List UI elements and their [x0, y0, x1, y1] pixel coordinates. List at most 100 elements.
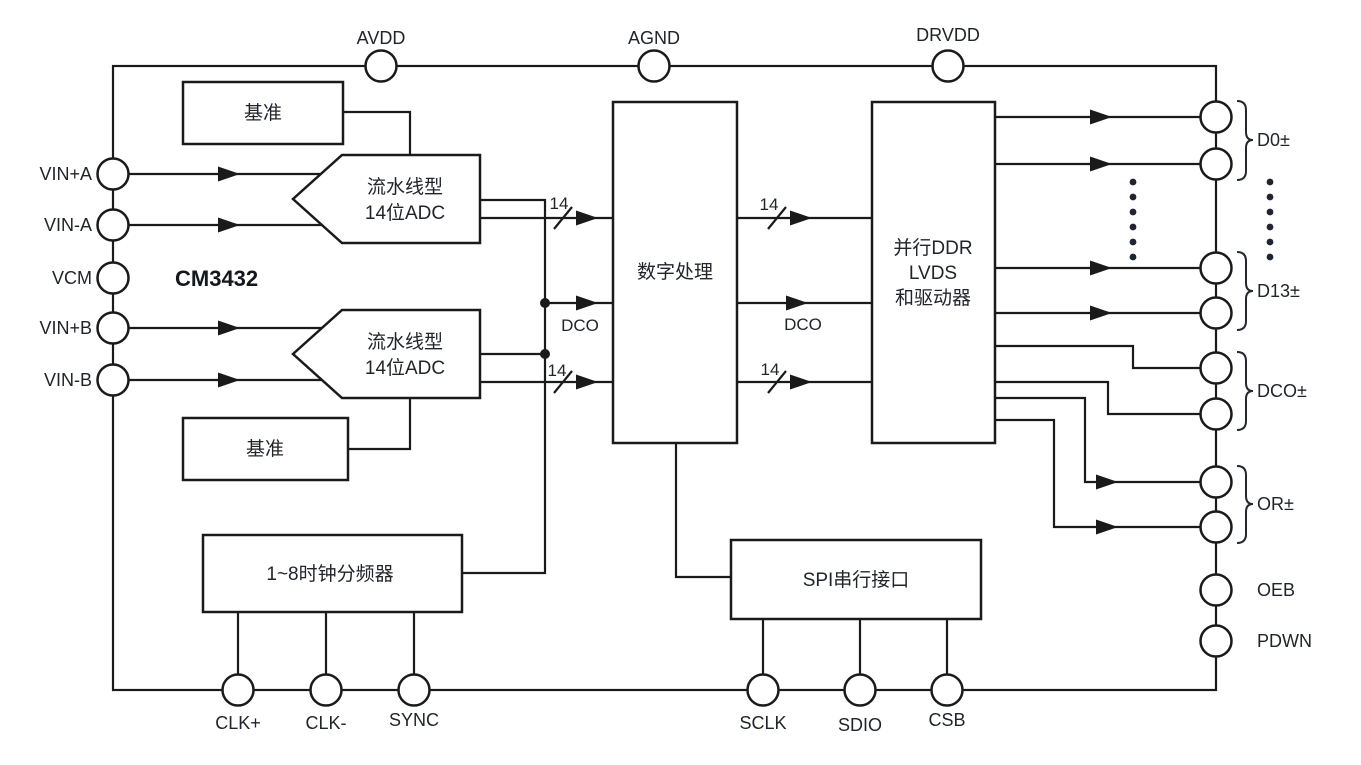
arrowheads	[218, 109, 1118, 535]
dco-output-label: DCO	[784, 315, 822, 334]
pin-label-dco: DCO±	[1257, 381, 1307, 401]
wire-dco-plus	[995, 344, 1200, 370]
pin-label-sclk: SCLK	[739, 713, 786, 733]
pin-label-drvdd: DRVDD	[916, 25, 980, 45]
pin-or-plus	[1199, 465, 1233, 499]
arrow-out-b-bus	[790, 374, 812, 390]
arrow-out-a-bus	[790, 210, 812, 226]
slash-adc-b-bus	[553, 370, 573, 394]
bus-slashes	[553, 206, 787, 394]
arrow-vin-minus-b	[218, 372, 240, 388]
brace-dco	[1236, 351, 1254, 431]
pin-csb	[930, 673, 964, 707]
wire-or-minus	[995, 418, 1200, 529]
pin-vin-minus-a	[96, 208, 130, 242]
adc-b-label-line1: 流水线型	[367, 331, 443, 353]
pin-label-vin-minus-a: VIN-A	[44, 215, 92, 235]
pin-avdd	[364, 49, 398, 83]
reference-top-block	[181, 80, 345, 146]
pin-label-vin-minus-b: VIN-B	[44, 370, 92, 390]
pin-label-sync: SYNC	[389, 710, 439, 730]
spi-interface-label: SPI串行接口	[803, 569, 910, 591]
pin-vin-plus-a	[96, 157, 130, 191]
brace-d0	[1236, 100, 1254, 181]
clock-divider-label: 1~8时钟分频器	[266, 563, 393, 585]
brace-or	[1236, 465, 1254, 544]
arrow-dco-internal	[576, 295, 598, 311]
pin-label-d0: D0±	[1257, 130, 1290, 150]
lvds-label-line2: LVDS	[909, 263, 957, 284]
wire-ref-b-to-adc-b	[348, 396, 412, 451]
pin-circles	[96, 49, 1233, 707]
adc-a-label-line2: 14位ADC	[365, 202, 445, 224]
adc-b-label-line2: 14位ADC	[365, 357, 445, 379]
junction-dco	[540, 298, 550, 308]
pin-label-vcm: VCM	[52, 268, 92, 288]
wire-ref-a-to-adc-a	[343, 110, 412, 156]
clock-divider-block	[201, 533, 464, 614]
pin-label-oeb: OEB	[1257, 580, 1295, 600]
slash-out-a-bus	[767, 206, 787, 230]
slash-out-b-bus	[767, 370, 787, 394]
lvds-label-line1: 并行DDR	[893, 237, 972, 259]
pin-label-or: OR±	[1257, 494, 1294, 514]
reference-bottom-label: 基准	[246, 438, 284, 460]
brace-d13	[1236, 251, 1254, 331]
pin-dco-plus	[1199, 351, 1233, 385]
pin-or-minus	[1199, 510, 1233, 544]
pin-label-csb: CSB	[928, 710, 965, 730]
pin-d0-plus	[1199, 100, 1233, 134]
pin-label-d13: D13±	[1257, 281, 1300, 301]
pin-label-avdd: AVDD	[357, 28, 406, 48]
pin-pdwn	[1199, 624, 1233, 658]
bus-label-out-b: 14	[761, 360, 780, 379]
lvds-label-line3: 和驱动器	[895, 287, 971, 309]
pin-drvdd	[931, 49, 965, 83]
slash-adc-a-bus	[553, 206, 573, 230]
wire-or-plus	[995, 396, 1200, 484]
pin-label-sdio: SDIO	[838, 715, 882, 735]
pin-d13-minus	[1199, 296, 1233, 330]
pair-braces	[1236, 100, 1254, 544]
junction-adc-b-clock	[540, 349, 550, 359]
pin-sync	[397, 673, 431, 707]
pin-vcm	[96, 261, 130, 295]
arrow-d0-plus	[1090, 109, 1112, 125]
pin-oeb	[1199, 573, 1233, 607]
pin-label-clk-minus: CLK-	[305, 713, 346, 733]
chip-part-number: CM3432	[175, 266, 258, 291]
adc-a-label-line1: 流水线型	[367, 176, 443, 198]
arrow-d13-minus	[1090, 305, 1112, 321]
wire-digital-spi	[674, 443, 731, 579]
digital-processing-block	[611, 100, 739, 445]
adc-a-block	[291, 153, 482, 245]
arrow-vin-minus-a	[218, 217, 240, 233]
pin-label-agnd: AGND	[628, 28, 680, 48]
adc-b-block	[291, 308, 482, 400]
arrow-or-plus	[1096, 474, 1118, 490]
labels: AVDD AGND DRVDD VIN+A VIN-A VCM VIN+B VI…	[39, 25, 1312, 735]
pin-label-vin-plus-b: VIN+B	[39, 318, 92, 338]
wire-clock-trunk	[462, 198, 547, 575]
pin-d13-plus	[1199, 251, 1233, 285]
wire-dco-minus	[995, 380, 1200, 416]
arrow-vin-plus-a	[218, 166, 240, 182]
arrow-or-minus	[1096, 519, 1118, 535]
lvds-driver-block	[870, 100, 997, 445]
pin-label-clk-plus: CLK+	[215, 713, 261, 733]
ellipsis-dots	[1129, 178, 1274, 261]
pin-d0-minus	[1199, 147, 1233, 181]
arrow-d0-minus	[1090, 156, 1112, 172]
pin-sclk	[746, 673, 780, 707]
pin-clk-plus	[221, 673, 255, 707]
bus-label-out-a: 14	[760, 195, 779, 214]
arrow-adc-b-data	[576, 374, 598, 390]
digital-processing-label: 数字处理	[637, 261, 713, 283]
dco-internal-label: DCO	[561, 316, 599, 335]
reference-bottom-block	[181, 416, 350, 482]
pin-agnd	[637, 49, 671, 83]
reference-top-label: 基准	[244, 102, 282, 124]
pin-label-vin-plus-a: VIN+A	[39, 164, 92, 184]
